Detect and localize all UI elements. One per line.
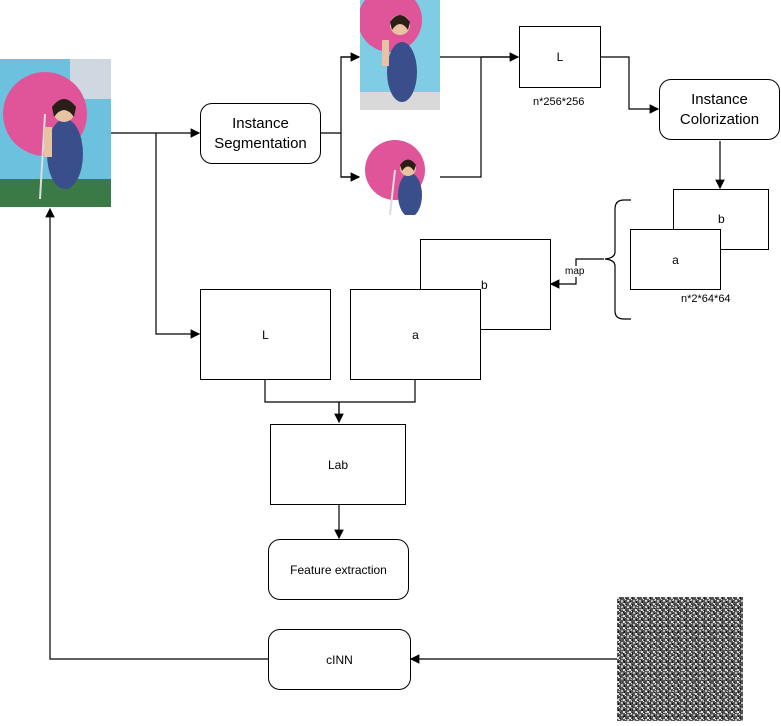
source-photo bbox=[0, 59, 111, 207]
edge-instances-to-L bbox=[440, 56, 518, 178]
instance-photo-1 bbox=[360, 0, 440, 110]
cinn-node: cINN bbox=[268, 629, 411, 690]
instance-colorization-node: Instance Colorization bbox=[659, 79, 780, 140]
noise-image bbox=[617, 597, 743, 721]
lab-node: Lab bbox=[270, 424, 406, 505]
ab-brace bbox=[604, 199, 631, 320]
feature-extraction-node: Feature extraction bbox=[268, 539, 409, 600]
ab-dims-label: n*2*64*64 bbox=[681, 293, 731, 305]
edge-La-to-Lab bbox=[264, 380, 416, 422]
b-bottom-label: b bbox=[481, 278, 488, 292]
edge-cinn-to-image bbox=[45, 207, 268, 660]
instance-segmentation-node: Instance Segmentation bbox=[200, 103, 321, 164]
edge-L-to-colorization bbox=[600, 56, 660, 114]
a-right-node: a bbox=[630, 229, 721, 290]
instance-photo-2 bbox=[360, 140, 440, 215]
a-bottom-node: a bbox=[350, 289, 481, 380]
L-dims-label: n*256*256 bbox=[533, 96, 585, 108]
L-bottom-node: L bbox=[200, 289, 331, 380]
edge-image-to-L bbox=[155, 133, 201, 339]
map-label: map bbox=[565, 266, 585, 277]
L-top-node: L bbox=[519, 26, 601, 88]
edge-segmentation-to-instances bbox=[320, 56, 359, 178]
b-right-label: b bbox=[718, 212, 725, 226]
